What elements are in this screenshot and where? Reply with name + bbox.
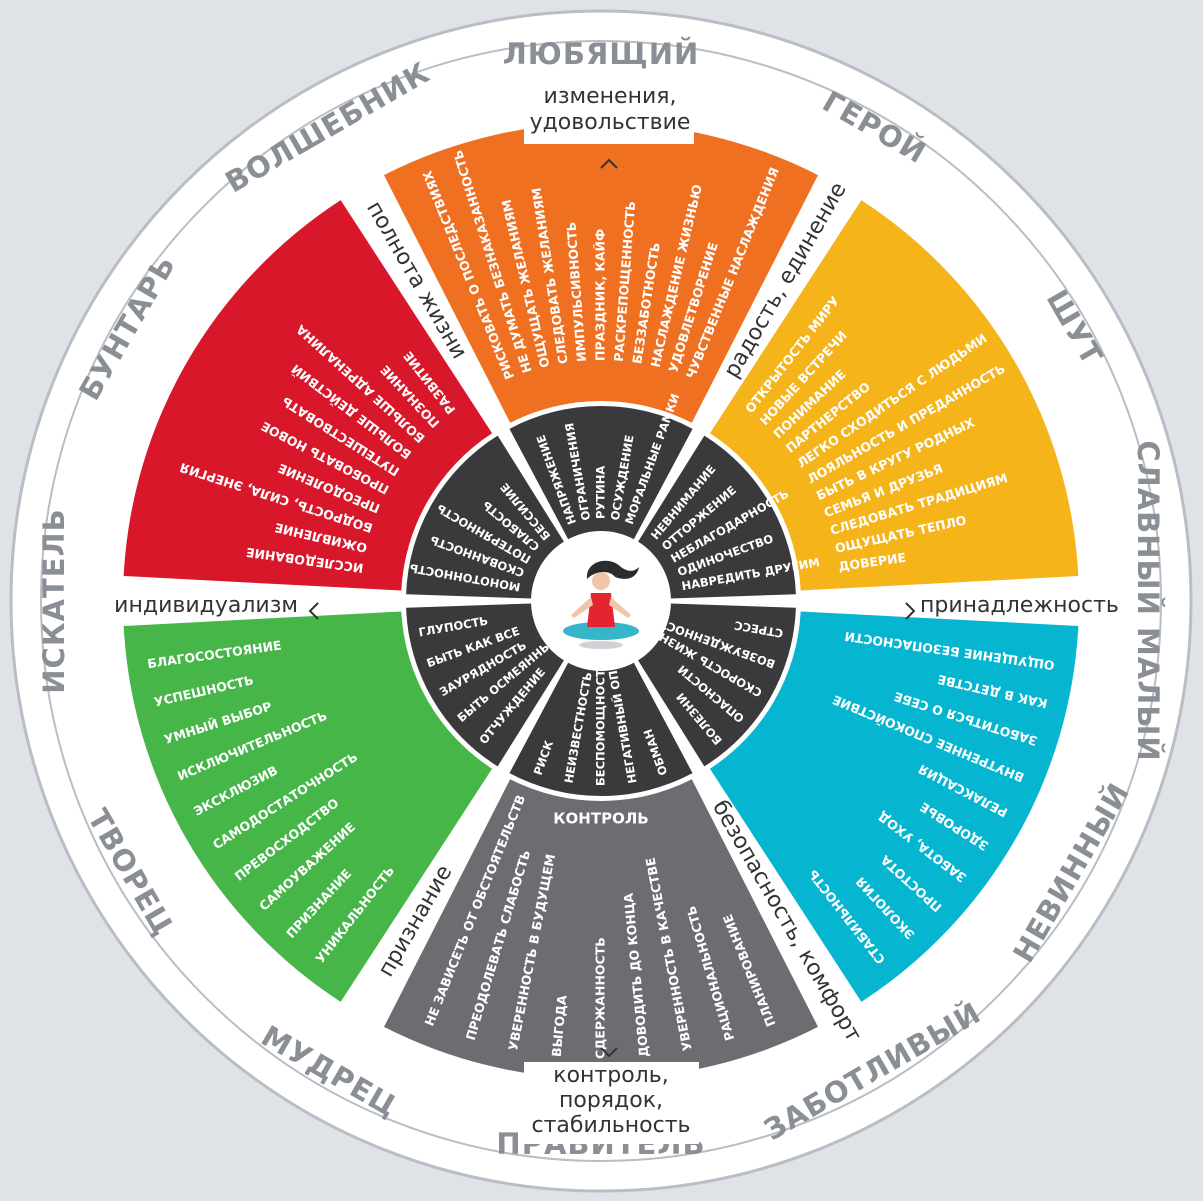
fear-segment-top-right	[638, 435, 796, 599]
sector-energy	[123, 200, 493, 591]
top-need-backing	[524, 84, 694, 144]
inner-ring-border	[40, 40, 1162, 1162]
fear-item: РУТИНА	[594, 466, 608, 519]
need-label-bottom-line2: порядок,	[559, 1088, 663, 1113]
need-label-right: принадлежность	[920, 593, 1119, 618]
fear-segment-top	[509, 406, 693, 540]
chevron-up-icon	[600, 158, 618, 169]
need-label-top-line1: изменения,	[544, 84, 677, 109]
archetype-everyman: СЛАВНЫЙ МАЛЫЙ	[1131, 440, 1165, 761]
sector-belonging	[709, 200, 1079, 591]
need-label-bottom-line3: стабильность	[531, 1113, 690, 1138]
sector-individuality	[123, 611, 493, 1002]
chevron-down-icon	[600, 1047, 618, 1058]
fear-segment-bottom-right	[638, 603, 796, 767]
meditating-person-icon	[563, 560, 639, 649]
chevron-right-icon	[905, 602, 916, 620]
sector-title-pleasure: УДОВОЛЬСТВИЕ	[530, 374, 671, 392]
sector-comfort	[709, 611, 1079, 1002]
fear-segment-bottom	[509, 662, 693, 797]
fear-segment-top-left	[406, 435, 564, 599]
bottom-need-backing	[524, 1062, 699, 1144]
archetype-explorer: ИСКАТЕЛЬ	[37, 508, 71, 693]
sector-item: ВЫГОДА	[549, 994, 570, 1057]
archetype-lover: ЛЮБЯЩИЙ	[503, 37, 700, 71]
fear-item: БЕСПОМОЩНОСТЬ	[594, 661, 608, 786]
fear-segment-bottom-left	[406, 603, 564, 767]
need-label-bottom-line1: контроль,	[553, 1063, 668, 1088]
need-label-left: индивидуализм	[114, 593, 298, 618]
need-label-top-line2: удовольствие	[530, 110, 691, 135]
sector-pleasure	[383, 122, 819, 423]
chevron-left-icon	[308, 602, 319, 620]
sector-item: ПРАЗДНИК, КАЙФ	[593, 229, 608, 361]
sector-title-control: КОНТРОЛЬ	[553, 810, 648, 828]
sector-control	[383, 779, 819, 1079]
sector-item: СДЕРЖАННОСТЬ	[593, 937, 608, 1059]
